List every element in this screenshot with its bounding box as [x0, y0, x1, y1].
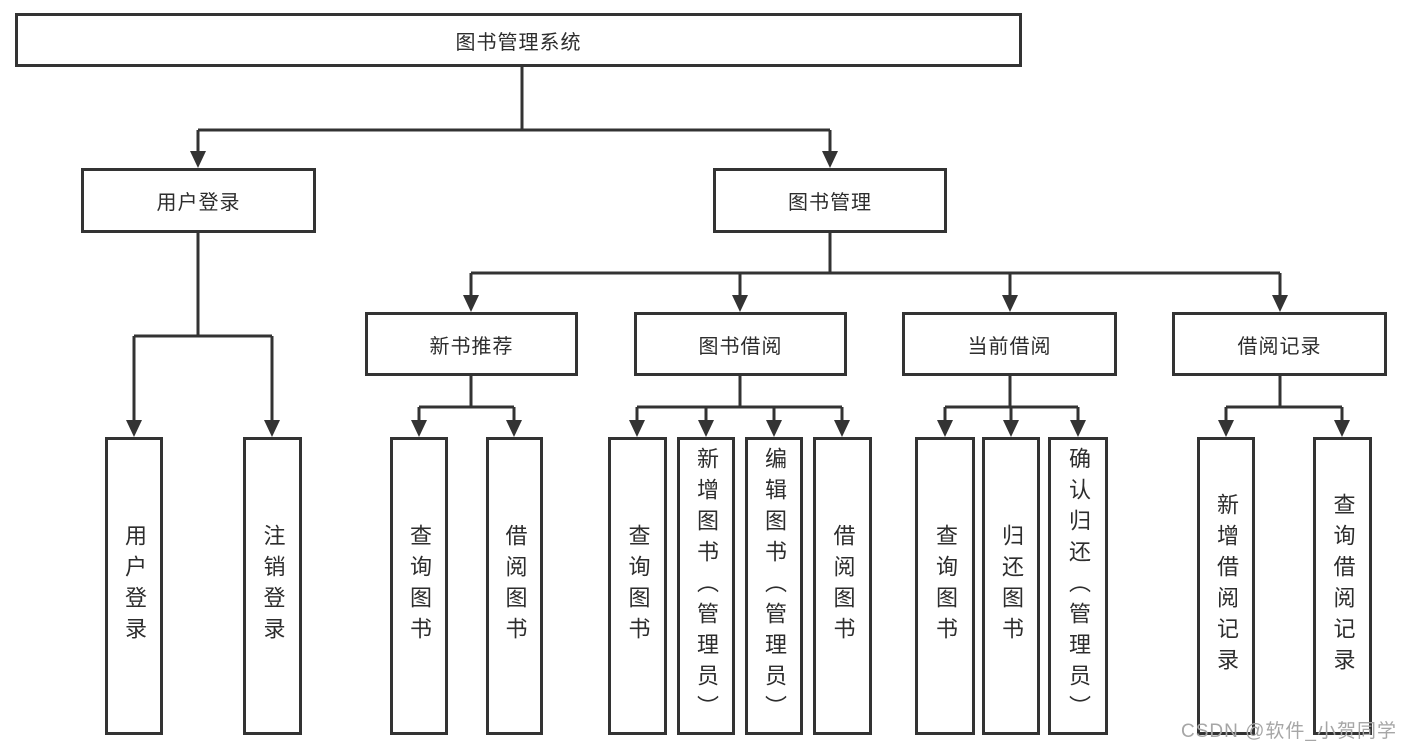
leaf-add-book-admin: 新增图书（管理员）: [677, 437, 735, 735]
leaf-query-books-borrow: 查询图书: [608, 437, 667, 735]
leaf-label: 借阅图书: [830, 524, 856, 648]
node-user-login: 用户登录: [81, 168, 316, 233]
leaf-label: 查询图书: [933, 524, 958, 648]
leaf-label: 查询图书: [407, 524, 432, 648]
leaf-query-borrow-record: 查询借阅记录: [1313, 437, 1372, 735]
node-label: 新书推荐: [429, 335, 514, 358]
leaf-query-books-current: 查询图书: [915, 437, 975, 735]
leaf-logout: 注销登录: [243, 437, 302, 735]
node-label: 图书借阅: [698, 335, 783, 358]
leaf-label: 新增借阅记录: [1214, 493, 1239, 679]
leaf-add-borrow-record: 新增借阅记录: [1197, 437, 1255, 735]
leaf-label: 借阅图书: [502, 524, 528, 648]
leaf-query-books-recommend: 查询图书: [390, 437, 448, 735]
leaf-user-login: 用户登录: [105, 437, 163, 735]
leaf-confirm-return-admin: 确认归还（管理员）: [1048, 437, 1108, 735]
node-library-management-system: 图书管理系统: [15, 13, 1022, 67]
node-label: 图书管理: [788, 192, 872, 214]
node-label: 用户登录: [156, 192, 241, 214]
leaf-edit-book-admin: 编辑图书（管理员）: [745, 437, 803, 735]
node-label: 图书管理系统: [455, 31, 582, 54]
node-label: 借阅记录: [1237, 335, 1322, 358]
leaf-label: 用户登录: [122, 524, 147, 648]
leaf-label: 确认归还（管理员）: [1066, 446, 1091, 726]
node-book-management: 图书管理: [713, 168, 947, 233]
leaf-return-books: 归还图书: [982, 437, 1040, 735]
leaf-label: 查询借阅记录: [1330, 493, 1356, 679]
node-label: 当前借阅: [967, 335, 1052, 358]
leaf-label: 编辑图书（管理员）: [762, 446, 787, 726]
leaf-label: 归还图书: [999, 524, 1024, 648]
node-current-borrowing: 当前借阅: [902, 312, 1117, 376]
leaf-borrow-books: 借阅图书: [813, 437, 872, 735]
leaf-label: 新增图书（管理员）: [694, 446, 719, 726]
node-book-borrowing: 图书借阅: [634, 312, 847, 376]
leaf-label: 注销登录: [260, 524, 286, 648]
node-new-book-recommend: 新书推荐: [365, 312, 578, 376]
leaf-label: 查询图书: [625, 524, 651, 648]
node-borrowing-records: 借阅记录: [1172, 312, 1387, 376]
csdn-watermark: CSDN @软件_小贺同学: [1181, 721, 1397, 742]
leaf-borrow-books-recommend: 借阅图书: [486, 437, 543, 735]
